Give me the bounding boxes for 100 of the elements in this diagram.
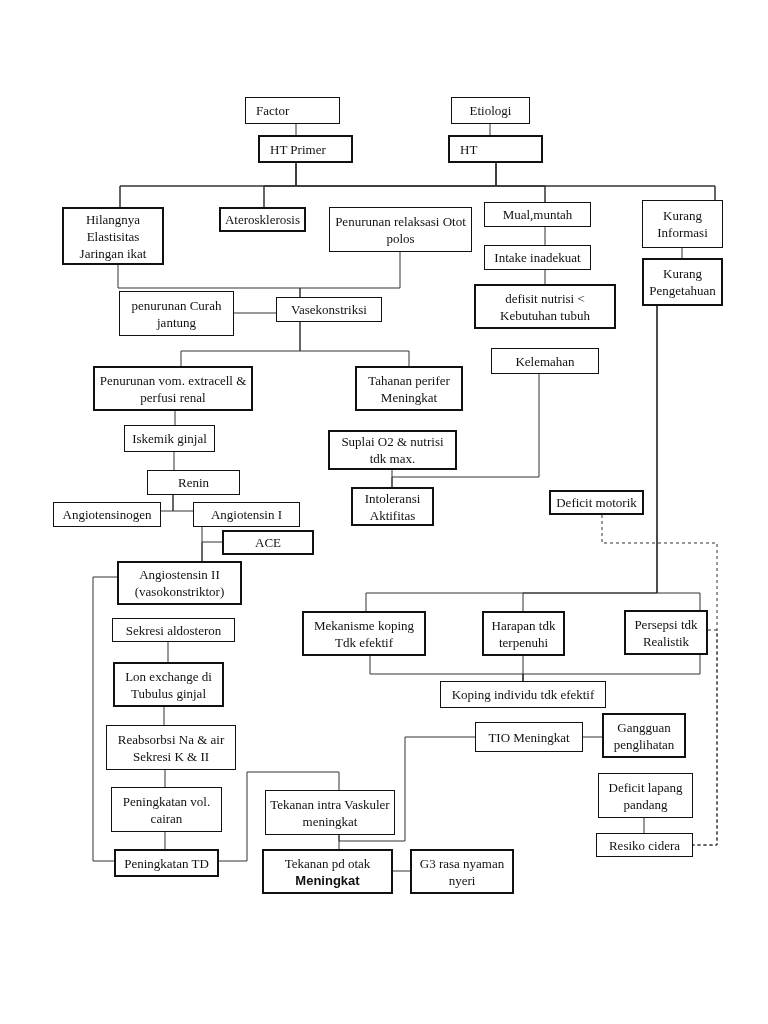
connector-line [92,576,118,862]
box-label: Angiostensin II (vasokonstriktor) [133,566,226,600]
process-box [219,207,306,232]
box-label: Angiotensinogen [62,506,152,523]
connector-line [544,269,546,285]
process-box [642,258,723,306]
box-label: Kurang Pengetahuan [648,265,717,299]
box-label: Deficit lapang pandang [607,778,684,813]
connector-line [522,654,701,682]
process-box [351,487,434,526]
process-box [642,200,723,248]
connector-line [681,247,683,259]
box-label: G3 rasa nyaman nyeri [418,854,506,889]
process-box [328,430,457,470]
process-box [222,530,314,555]
connector-line [295,123,297,136]
process-box [624,610,708,655]
box-label: Gangguan penglihatan [612,718,676,753]
box-label: Angiotensin I [210,506,283,523]
box-label: Kurang Informasi [656,207,709,241]
connector-line [489,123,491,136]
process-box [119,291,234,336]
box-label: Peningkatan vol. cairan [121,792,212,827]
box-label: Resiko cidera [608,836,681,854]
box-label: Tekanan pd otak Meningkat [283,854,372,889]
box-label: Suplai O2 & nutrisi tdk max. [340,433,445,467]
box-label: Penurunan relaksasi Otot polos [334,212,467,247]
box-label: HT Primer [270,140,326,158]
process-box [193,502,300,527]
process-box [448,135,543,163]
connector-line [338,736,476,842]
process-box [475,722,583,752]
process-box [474,284,616,329]
connector-line [495,162,716,201]
connector-line [167,641,169,663]
connector-line [299,321,410,367]
process-box [117,561,242,605]
connector-line [233,312,277,314]
process-box [106,725,236,770]
box-label: Hilangnya Elastisitas Jaringan ikat [78,210,148,262]
process-box [484,202,591,227]
connector-line [582,736,603,738]
connector-line [643,817,645,834]
box-label: Intoleransi Aktifitas [363,489,422,524]
connector-line [392,870,411,872]
connector-line [391,373,540,488]
process-box [491,348,599,374]
box-label: Tahanan perifer Meningkat [367,371,451,406]
connector-line [299,251,401,298]
process-box [484,245,591,270]
connector-line [172,494,194,512]
box-label: Harapan tdk terpenuhi [490,616,557,651]
process-box [410,849,514,894]
connector-line [201,541,223,562]
connector-line [218,771,340,862]
process-box [482,611,565,656]
process-box [302,611,426,656]
box-label: Intake inadekuat [494,249,581,266]
box-label: Penurunan vom. extracell & perfusi renal [98,371,248,406]
box-label: Kelemahan [515,352,575,370]
process-box [124,425,215,452]
process-box [598,773,693,818]
connector-line [163,706,165,726]
process-box [596,833,693,857]
box-label: Deficit motorik [556,494,637,511]
process-box [355,366,463,411]
box-label: defisit nutrisi < Kebutuhan tubuh [499,289,591,324]
process-box [440,681,606,708]
box-label: Renin [177,474,210,491]
box-label: Factor [256,102,290,119]
box-label: Iskemik ginjal [132,430,207,447]
box-label: Sekresi aldosteron [125,621,222,639]
process-box [451,97,530,124]
dotted-connector [601,514,718,846]
box-label: Persepsi tdk Realistik [633,615,699,650]
box-label: Lon exchange di Tubulus ginjal [124,667,213,702]
connector-line [174,410,176,426]
dotted-connector [692,629,718,846]
box-label: Tekanan intra Vaskuler meningkat [269,795,391,830]
process-box [113,662,224,707]
process-box [53,502,161,527]
connector-line [656,305,701,611]
box-label: Peningkatan TD [124,854,209,872]
process-box [112,618,235,642]
process-box [258,135,353,163]
connector-line [544,226,546,246]
process-box [549,490,644,515]
process-box [114,849,219,877]
process-box [245,97,340,124]
box-label: Mekanisme koping Tdk efektif [313,616,415,651]
process-box [262,849,393,894]
box-label: Vasekonstriksi [291,301,367,318]
box-label: ACE [255,534,281,551]
box-label: HT [460,140,478,158]
box-label: Etiologi [469,102,512,119]
box-label: Reabsorbsi Na & air Sekresi K & II [116,730,226,765]
process-box [147,470,240,495]
process-box [62,207,164,265]
connector-line [173,451,175,471]
process-box [602,713,686,758]
